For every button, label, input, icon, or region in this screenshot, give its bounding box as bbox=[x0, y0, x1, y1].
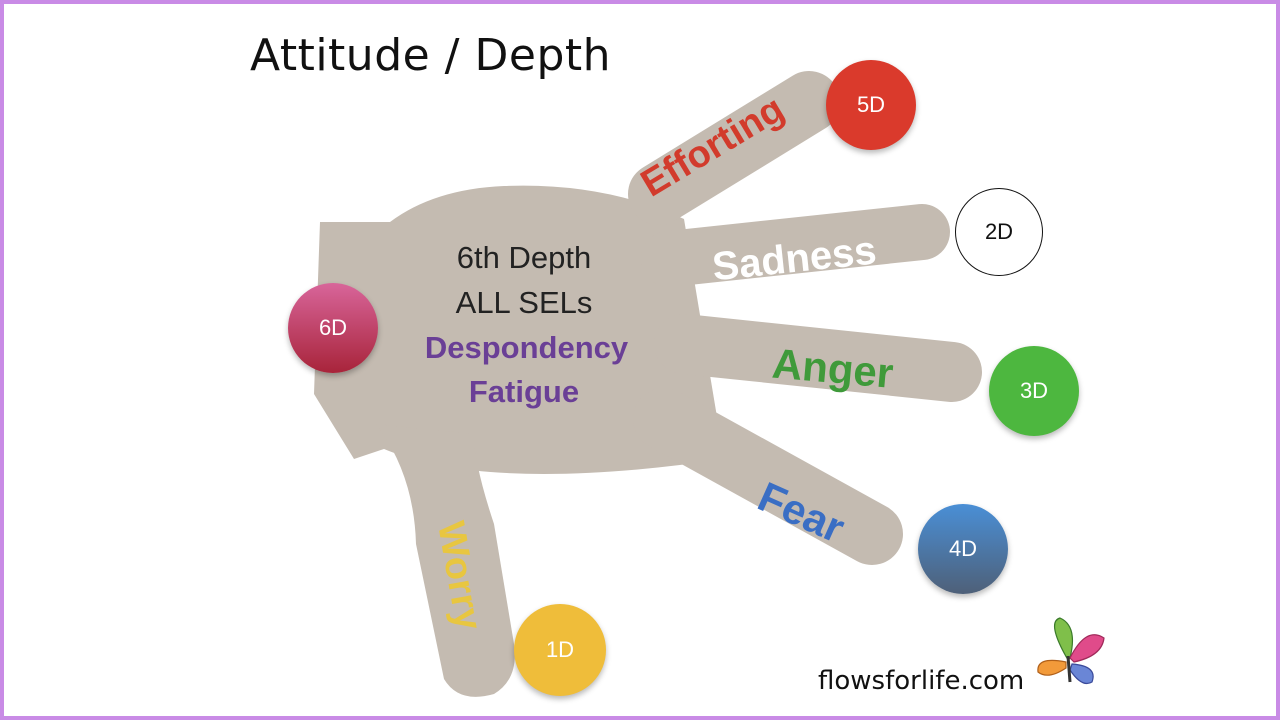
palm-line-despondency: Despondency bbox=[424, 330, 629, 365]
badge-6d: 6D bbox=[288, 283, 378, 373]
hand-shape bbox=[314, 71, 982, 697]
middle-finger bbox=[641, 204, 950, 287]
badge-2d: 2D bbox=[955, 188, 1043, 276]
palm-line-fatigue: Fatigue bbox=[468, 374, 580, 409]
site-url: flowsforlife.com bbox=[818, 666, 1025, 696]
thumb bbox=[376, 424, 515, 697]
ring-finger bbox=[654, 314, 982, 402]
index-finger bbox=[628, 71, 840, 225]
badge-4d: 4D bbox=[918, 504, 1008, 594]
badge-3d: 3D bbox=[989, 346, 1079, 436]
badge-5d: 5D bbox=[826, 60, 916, 150]
palm-shape bbox=[314, 185, 724, 475]
slide-title: Attitude / Depth bbox=[250, 30, 612, 81]
little-finger bbox=[633, 388, 903, 565]
palm-line-sels: ALL SELs bbox=[455, 285, 593, 320]
badge-1d: 1D bbox=[514, 604, 606, 696]
palm-line-depth: 6th Depth bbox=[456, 240, 592, 275]
butterfly-logo-icon bbox=[1037, 617, 1105, 685]
